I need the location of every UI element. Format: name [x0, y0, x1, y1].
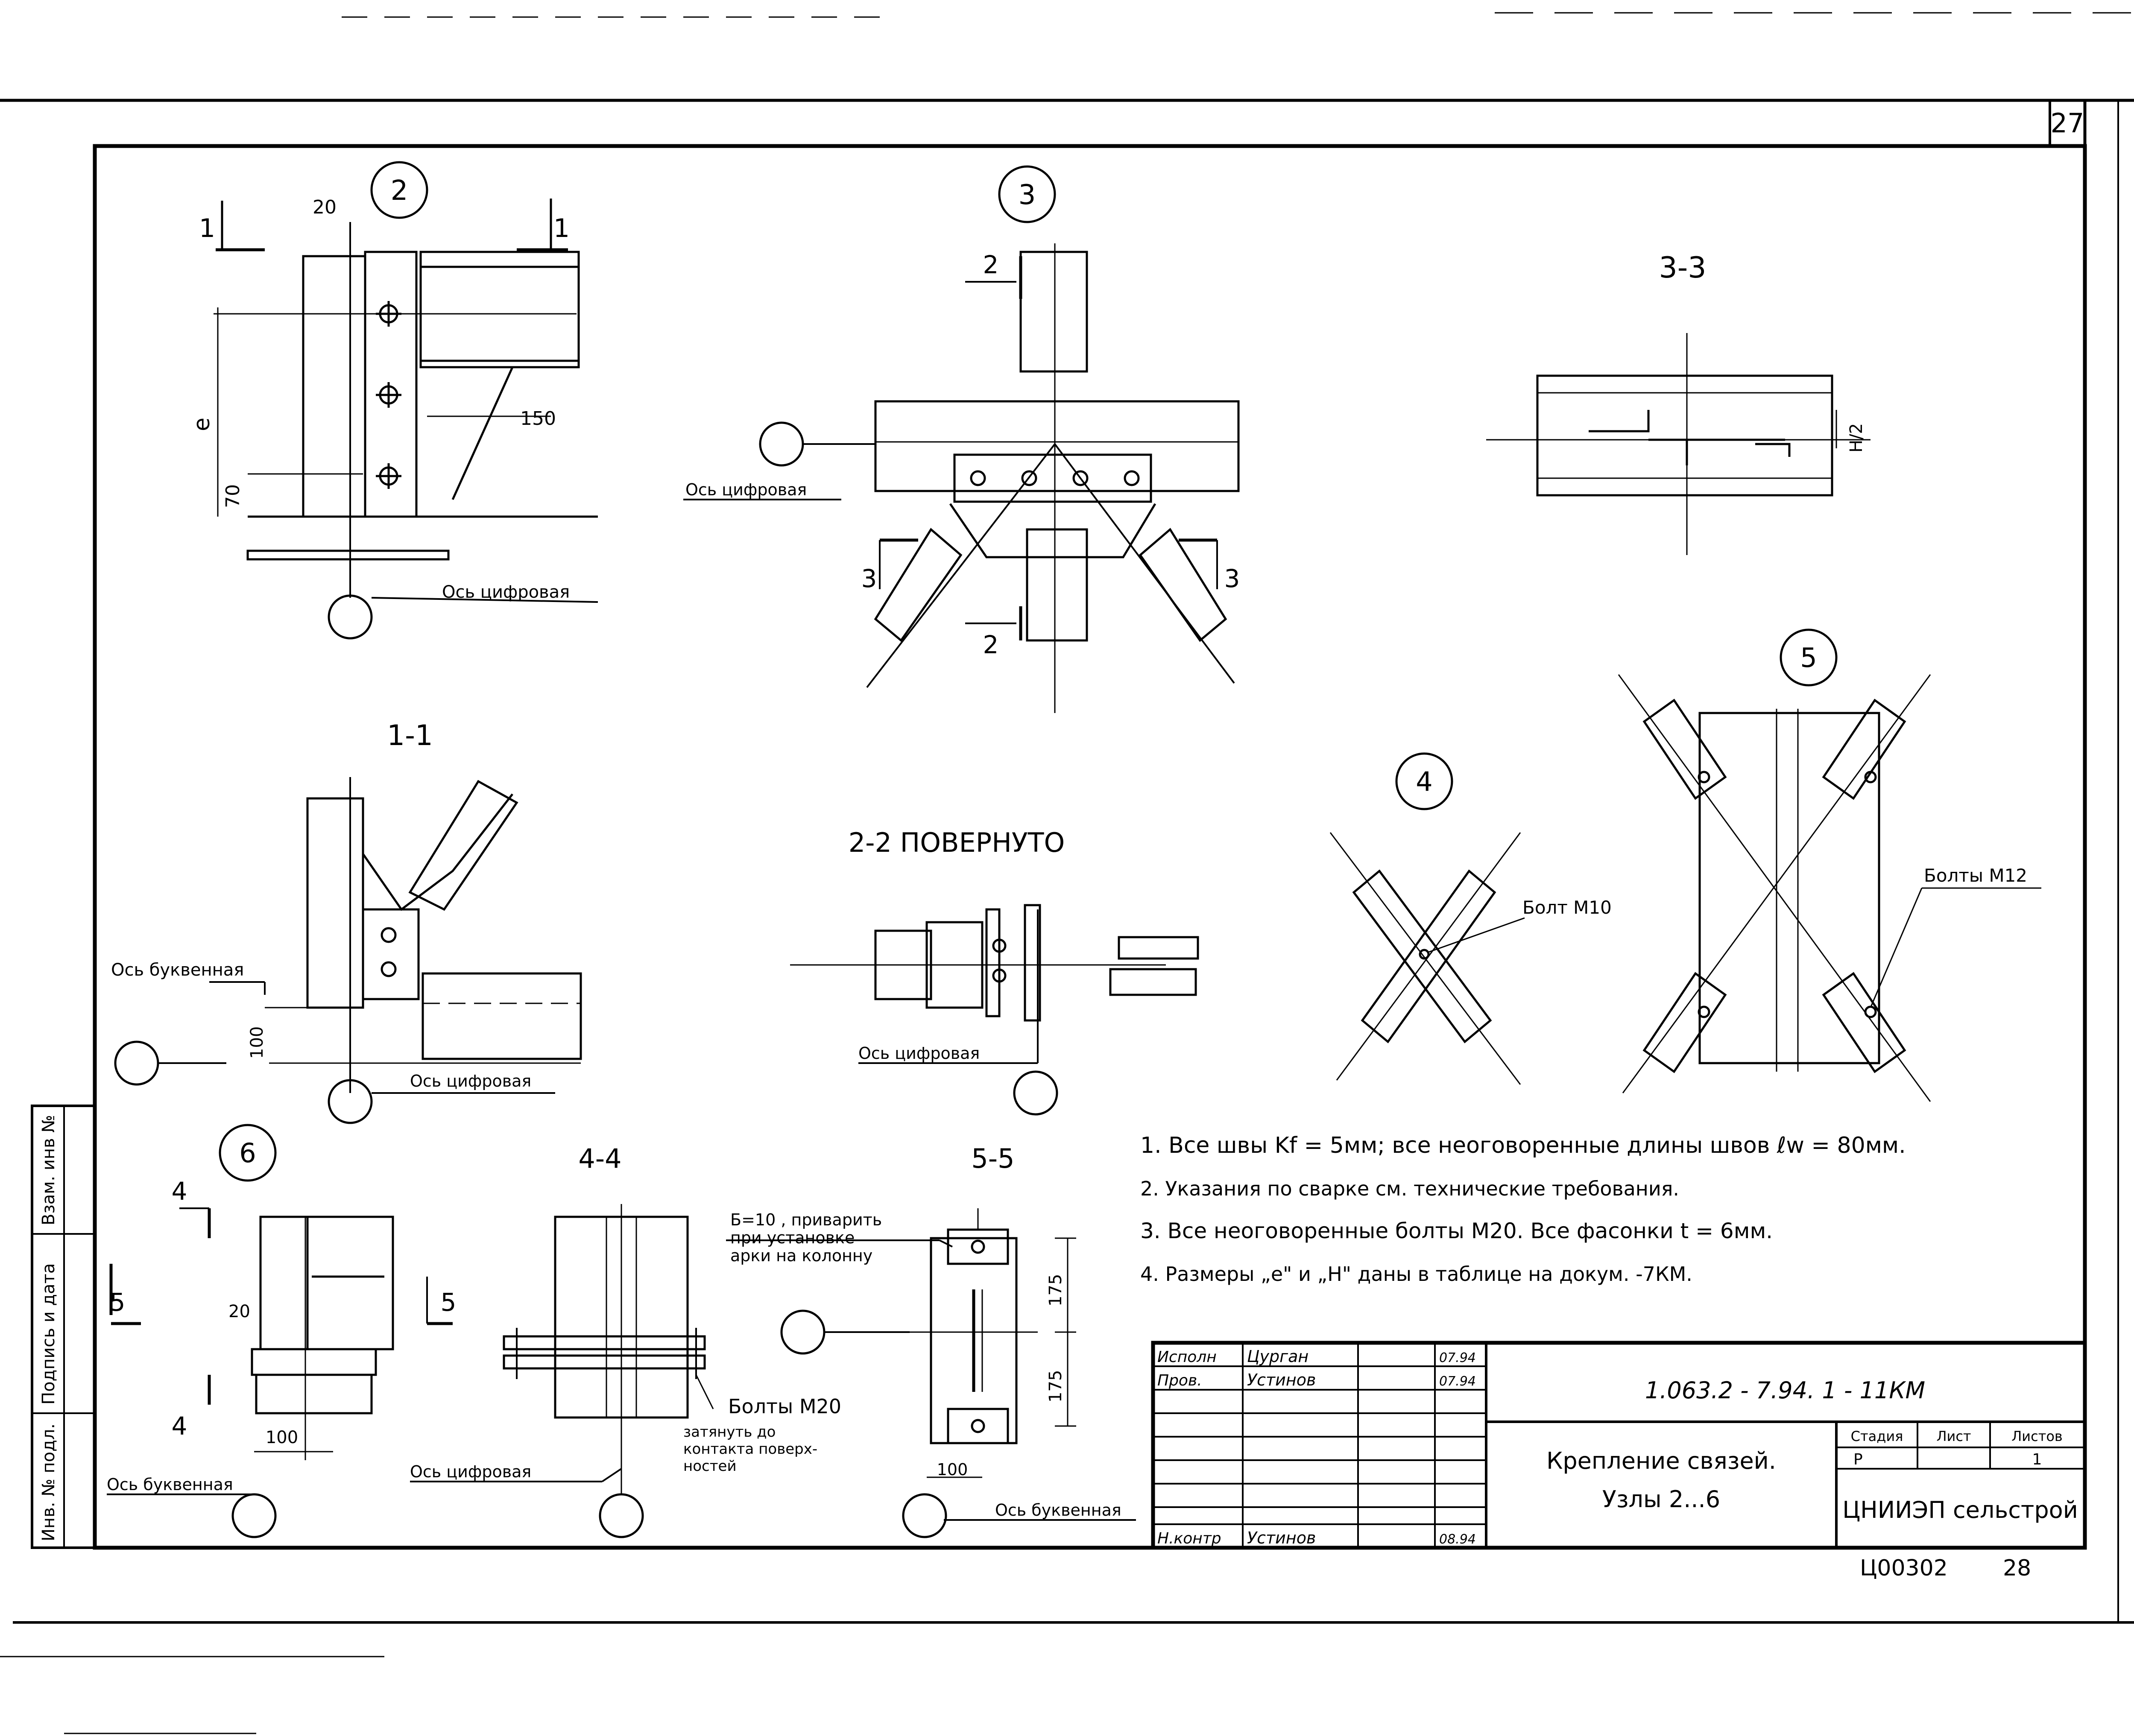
tb-title-1: Крепление связей. — [1546, 1447, 1776, 1474]
axis-letter-node6: Ось буквенная — [107, 1475, 233, 1494]
note-2: 2. Указания по сварке см. технические тр… — [1140, 1177, 1679, 1200]
axis-letter-s55: Ось буквенная — [995, 1501, 1121, 1520]
dim-175-bottom: 175 — [1046, 1370, 1066, 1403]
tb-stage: Р — [1853, 1451, 1863, 1468]
tb-organization: ЦНИИЭП сельстрой — [1842, 1496, 2078, 1523]
tb-role-2: Пров. — [1157, 1372, 1202, 1389]
node-2-label: 2 — [391, 175, 408, 207]
cut-2-bottom: 2 — [983, 630, 999, 659]
note-1: 1. Все швы Kf = 5мм; все неоговоренные д… — [1140, 1133, 1906, 1158]
section-4-4-view — [410, 1204, 714, 1538]
side-stamp: Инв. № подл. Подпись и дата Взам. инв № — [31, 1105, 96, 1549]
tb-designation: 1.063.2 - 7.94. 1 - 11КМ — [1645, 1377, 1925, 1404]
dim-175-top: 175 — [1046, 1274, 1066, 1306]
title-block-text: Исполн Цурган 07.94 Пров. Устинов 07.94 … — [1157, 1347, 2078, 1581]
tb-role-3: Н.контр — [1157, 1530, 1221, 1547]
section-5-5-view — [726, 1208, 1136, 1538]
axis-digital-node2: Ось цифровая — [442, 582, 570, 602]
note-4: 4. Размеры „е" и „Н" даны в таблице на д… — [1140, 1263, 1692, 1286]
bolt-m10-label: Болт М10 — [1522, 897, 1612, 918]
cut-1-right: 1 — [553, 213, 570, 243]
title-block — [1151, 1341, 2087, 1550]
node-5-label: 5 — [1800, 642, 1817, 673]
section-5-5-title: 5-5 — [971, 1143, 1014, 1174]
node-3-view — [683, 165, 1240, 713]
tb-sheets-label: Листов — [2011, 1428, 2063, 1444]
axis-digital-node3: Ось цифровая — [685, 480, 807, 499]
tighten-note-line2: контакта поверх- — [683, 1441, 817, 1458]
axis-digital-s44: Ось цифровая — [410, 1462, 531, 1481]
tb-name-1: Цурган — [1247, 1347, 1309, 1366]
tb-stage-label: Стадия — [1851, 1428, 1903, 1444]
node-2-view — [214, 161, 598, 640]
section-2-2-view — [790, 904, 1199, 1116]
cut-5-left: 5 — [110, 1288, 126, 1317]
section-2-2-title: 2-2 ПОВЕРНУТО — [849, 827, 1065, 858]
tb-date-2: 07.94 — [1439, 1374, 1476, 1389]
dim-100-s55: 100 — [937, 1460, 968, 1479]
node-6-label: 6 — [239, 1137, 256, 1169]
weld-note-line2: при установке — [730, 1228, 855, 1247]
cut-2-top: 2 — [983, 250, 999, 279]
node-6-view — [107, 1124, 453, 1538]
tighten-note-line3: ностей — [683, 1458, 737, 1475]
cut-3-left: 3 — [861, 564, 877, 593]
dim-20-node2: 20 — [313, 196, 337, 218]
bolts-m20-label: Болты М20 — [728, 1395, 841, 1418]
node-4-label: 4 — [1416, 766, 1432, 797]
dim-100-s11: 100 — [247, 1026, 267, 1059]
tb-name-2: Устинов — [1247, 1371, 1316, 1389]
tb-archive-no: Ц00302 — [1860, 1555, 1948, 1581]
cut-4-bottom: 4 — [172, 1412, 187, 1441]
stamp-vzam: Взам. инв № — [39, 1115, 59, 1225]
node-3-label: 3 — [1019, 179, 1036, 211]
cut-1-left: 1 — [199, 213, 215, 243]
axis-digital-s22: Ось цифровая — [858, 1044, 980, 1063]
section-3-3-title: 3-3 — [1659, 251, 1706, 285]
axis-digital-s11: Ось цифровая — [410, 1072, 531, 1090]
tb-role-1: Исполн — [1157, 1348, 1217, 1366]
dim-100-node6: 100 — [266, 1428, 298, 1447]
sheet-number: 27 — [2051, 108, 2084, 139]
dim-e: e — [189, 418, 215, 431]
dim-20-node6: 20 — [228, 1302, 250, 1321]
tb-date-1: 07.94 — [1439, 1350, 1476, 1365]
stamp-inv-podl: Инв. № подл. — [39, 1423, 59, 1541]
cut-3-right: 3 — [1224, 564, 1240, 593]
tb-sheet-label: Лист — [1936, 1428, 1971, 1444]
weld-note-line1: Б=10 , приварить — [730, 1210, 882, 1229]
dim-h-half: Н/2 — [1847, 423, 1866, 453]
tb-archive-page: 28 — [2003, 1555, 2031, 1581]
cut-4-top: 4 — [172, 1177, 187, 1206]
section-1-1-view — [114, 777, 582, 1124]
cut-5-right: 5 — [441, 1288, 457, 1317]
section-3-3-view — [1486, 333, 1871, 555]
section-4-4-title: 4-4 — [578, 1143, 621, 1174]
tb-date-3: 08.94 — [1439, 1532, 1476, 1547]
bolts-m12-label: Болты М12 — [1924, 865, 2027, 886]
sheet-frame — [0, 12, 2134, 1734]
node-5-view — [1618, 628, 2041, 1102]
tb-name-3: Устинов — [1247, 1528, 1316, 1547]
dim-150: 150 — [520, 408, 556, 430]
general-notes: 1. Все швы Kf = 5мм; все неоговоренные д… — [1140, 1133, 1906, 1286]
stamp-podpis: Подпись и дата — [39, 1263, 59, 1405]
dim-70: 70 — [222, 484, 244, 508]
tighten-note-line1: затянуть до — [683, 1423, 776, 1441]
note-3: 3. Все неоговоренные болты М20. Все фасо… — [1140, 1219, 1773, 1243]
weld-note-line3: арки на колонну — [730, 1246, 872, 1265]
node-4-view — [1329, 752, 1525, 1085]
tb-sheets: 1 — [2032, 1451, 2042, 1468]
section-1-1-title: 1-1 — [387, 719, 433, 752]
tb-title-2: Узлы 2...6 — [1602, 1486, 1720, 1513]
axis-letter-s11: Ось буквенная — [111, 960, 244, 980]
